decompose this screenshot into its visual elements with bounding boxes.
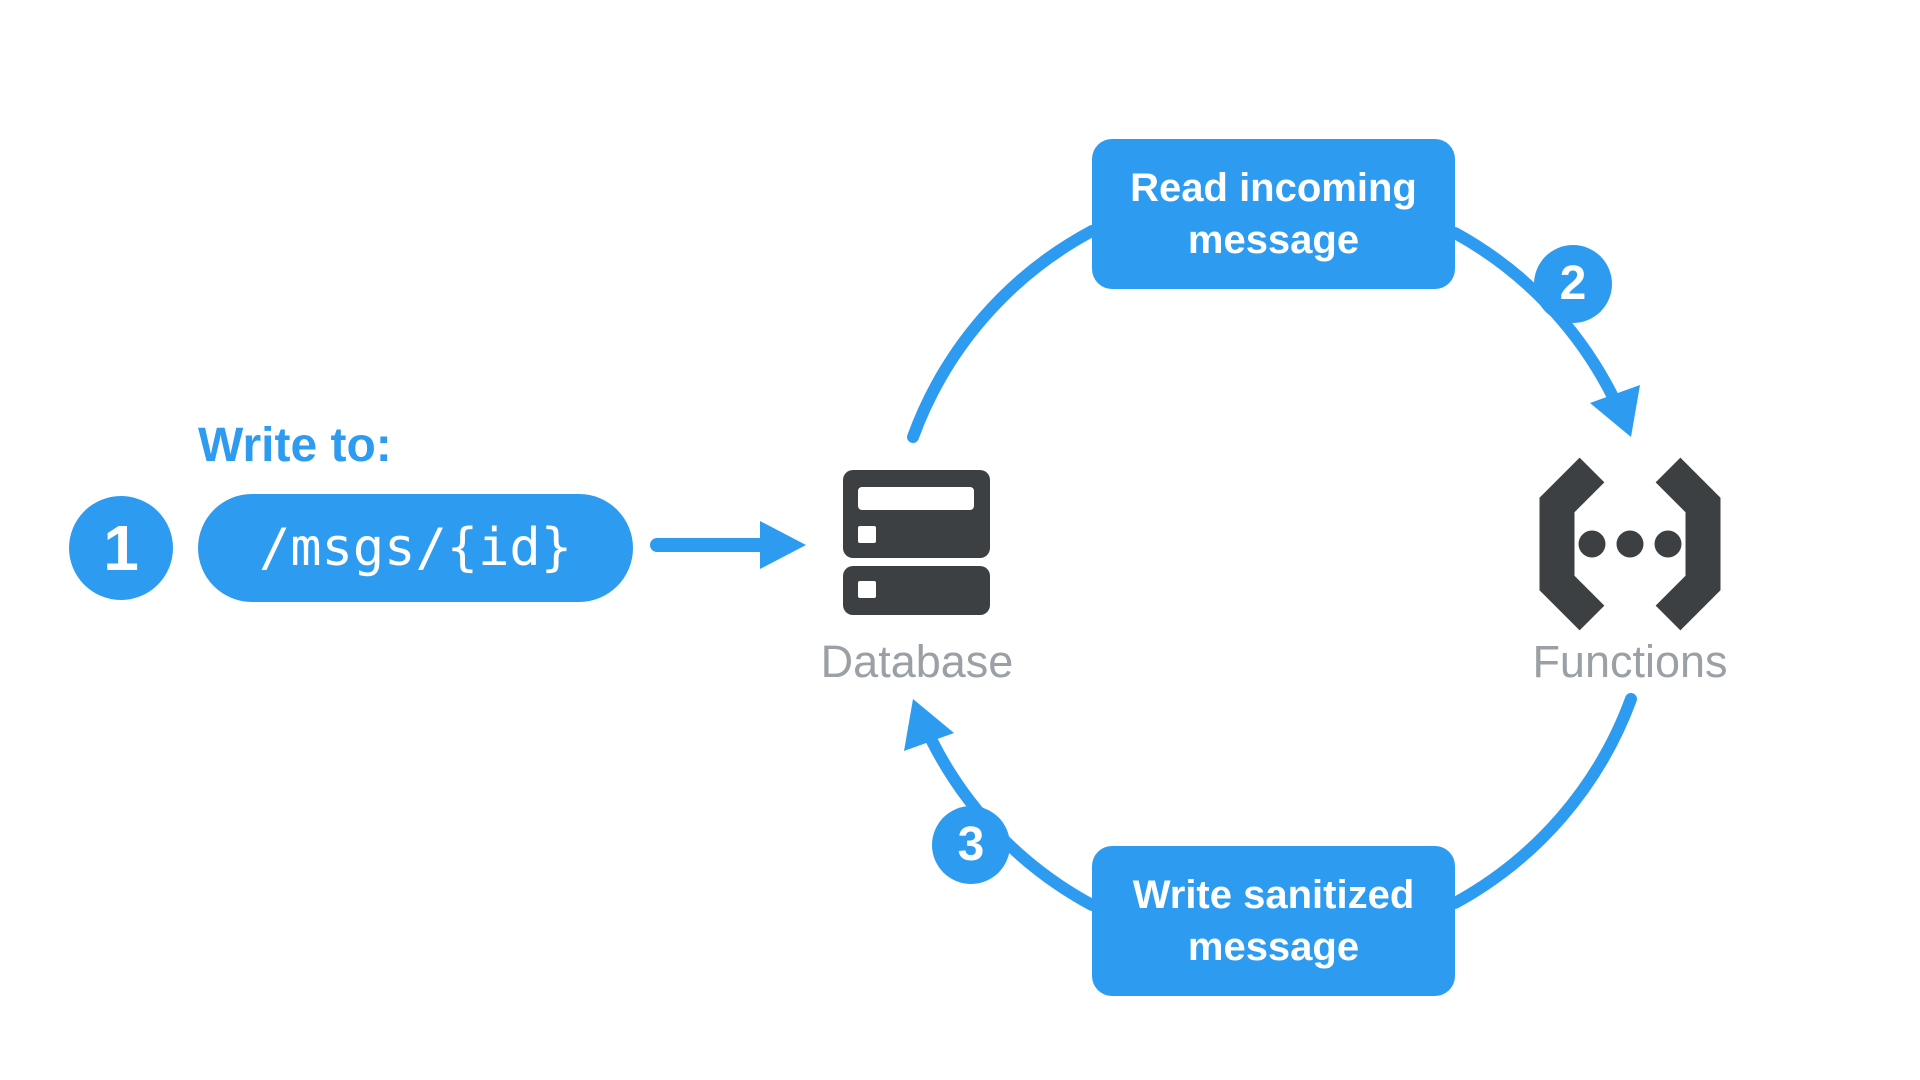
read-incoming-message-box: Read incoming message xyxy=(1092,139,1455,289)
cycle-arc-functions-to-write xyxy=(1449,693,1637,909)
step-3-badge: 3 xyxy=(932,806,1010,884)
read-box-line2: message xyxy=(1187,218,1360,262)
database-label: Database xyxy=(820,636,1014,687)
step-1-badge: 1 xyxy=(69,496,173,600)
functions-label: Functions xyxy=(1532,636,1728,687)
write-arrow-right-icon xyxy=(650,521,806,569)
write-sanitized-message-box: Write sanitized message xyxy=(1092,846,1455,996)
functions-icon xyxy=(1539,457,1721,631)
step-2-number: 2 xyxy=(1559,257,1587,310)
read-box-line1: Read incoming xyxy=(1130,166,1417,210)
write-to-label: Write to: xyxy=(198,419,392,472)
database-path-pill: /msgs/{id} xyxy=(198,494,633,602)
arrowhead-up-icon xyxy=(904,699,954,751)
step-2-badge: 2 xyxy=(1534,245,1612,323)
arrowhead-down-icon xyxy=(1590,385,1640,437)
database-icon xyxy=(843,470,990,615)
write-box-line1: Write sanitized xyxy=(1132,873,1415,917)
arrowhead-right-icon xyxy=(760,521,806,569)
write-box-line2: message xyxy=(1187,925,1360,969)
step-1-number: 1 xyxy=(103,512,139,584)
database-path-value: /msgs/{id} xyxy=(258,518,573,578)
step-3-number: 3 xyxy=(957,818,985,871)
cycle-arc-database-to-read xyxy=(907,225,1098,443)
